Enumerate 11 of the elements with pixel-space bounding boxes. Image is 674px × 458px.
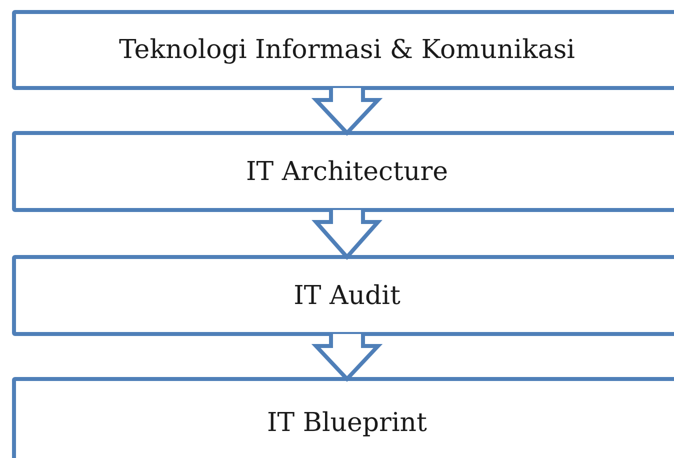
block-arrow — [312, 208, 382, 260]
box-label: IT Architecture — [246, 156, 448, 186]
block-arrow — [311, 86, 383, 136]
box-label: IT Audit — [294, 280, 400, 310]
block-arrow — [311, 332, 383, 382]
process-box — [12, 10, 674, 90]
process-box — [12, 377, 674, 458]
process-box — [12, 255, 674, 336]
box-label: Teknologi Informasi & Komunikasi — [118, 35, 575, 65]
box-label: IT Blueprint — [266, 408, 427, 438]
process-box — [12, 131, 674, 212]
